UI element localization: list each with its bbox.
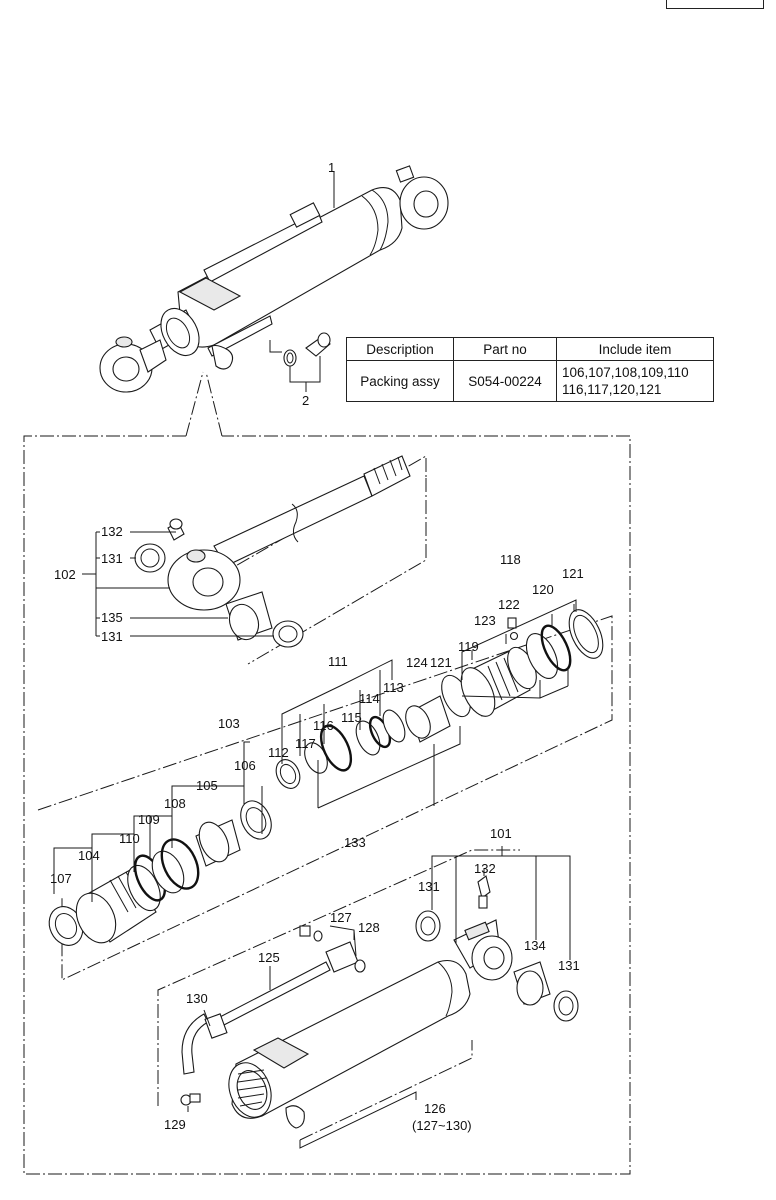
callout-131-rod-top: 131: [101, 551, 123, 566]
callout-125: 125: [258, 950, 280, 965]
callout-113: 113: [383, 680, 404, 695]
include-line-2: 116,117,120,121: [562, 382, 662, 397]
callout-129: 129: [164, 1117, 186, 1132]
grease-nipple-item-2-drawing: [283, 332, 331, 367]
callout-132-tube: 132: [474, 861, 496, 876]
callout-107: 107: [50, 871, 72, 886]
callout-106: 106: [234, 758, 256, 773]
cell-description: Packing assy: [346, 360, 454, 402]
callout-126: 126: [424, 1101, 446, 1116]
callout-120: 120: [532, 582, 554, 597]
cylinder-tube-drawing: [180, 875, 579, 1129]
callout-104: 104: [78, 848, 100, 863]
piston-parts-drawing: [48, 609, 604, 946]
callout-123: 123: [474, 613, 496, 628]
callout-labels: 1 2 132 131 102 135 131 118 120 121 122 …: [50, 160, 584, 1133]
piston-rod-drawing: [167, 455, 411, 611]
callout-102: 102: [54, 567, 76, 582]
cell-part-no: S054-00224: [453, 360, 557, 402]
table-row: Packing assy S054-00224 106,107,108,109,…: [346, 360, 714, 402]
callout-132-rod: 132: [101, 524, 123, 539]
callout-105: 105: [196, 778, 218, 793]
packing-assy-table: Description Part no Include item Packing…: [346, 337, 714, 402]
cylinder-assembly-drawing: [99, 165, 449, 393]
callout-116: 116: [313, 718, 334, 733]
table-header-row: Description Part no Include item: [346, 337, 714, 361]
callout-124: 124: [406, 655, 428, 670]
callout-101: 101: [490, 826, 512, 841]
callout-131-rod-bottom: 131: [101, 629, 123, 644]
callout-103: 103: [218, 716, 240, 731]
callout-118: 118: [500, 552, 521, 567]
cell-include-item: 106,107,108,109,110 116,117,120,121: [556, 360, 714, 402]
callout-117: 117: [295, 736, 316, 751]
callout-112: 112: [268, 745, 289, 760]
callout-108: 108: [164, 796, 186, 811]
callout-135: 135: [101, 610, 123, 625]
callout-110: 110: [119, 831, 140, 846]
callout-122: 122: [498, 597, 520, 612]
callout-127: 127: [330, 910, 352, 925]
callout-114: 114: [359, 691, 380, 706]
callout-121-a: 121: [430, 655, 452, 670]
callout-2: 2: [302, 393, 309, 408]
callout-119: 119: [458, 639, 479, 654]
header-part-no: Part no: [453, 337, 557, 361]
callout-109: 109: [138, 812, 160, 827]
callout-111: 111: [328, 654, 348, 669]
callout-1: 1: [328, 160, 335, 175]
callout-128: 128: [358, 920, 380, 935]
callout-130: 130: [186, 991, 208, 1006]
callout-126-range: (127~130): [412, 1118, 472, 1133]
callout-131-tube-right: 131: [558, 958, 580, 973]
callout-115: 115: [341, 710, 362, 725]
header-include-item: Include item: [556, 337, 714, 361]
callout-121-b: 121: [562, 566, 584, 581]
corner-frame: [666, 0, 764, 9]
include-line-1: 106,107,108,109,110: [562, 365, 689, 380]
callout-131-tube-left: 131: [418, 879, 440, 894]
callout-133: 133: [344, 835, 366, 850]
callout-134: 134: [524, 938, 546, 953]
header-description: Description: [346, 337, 454, 361]
